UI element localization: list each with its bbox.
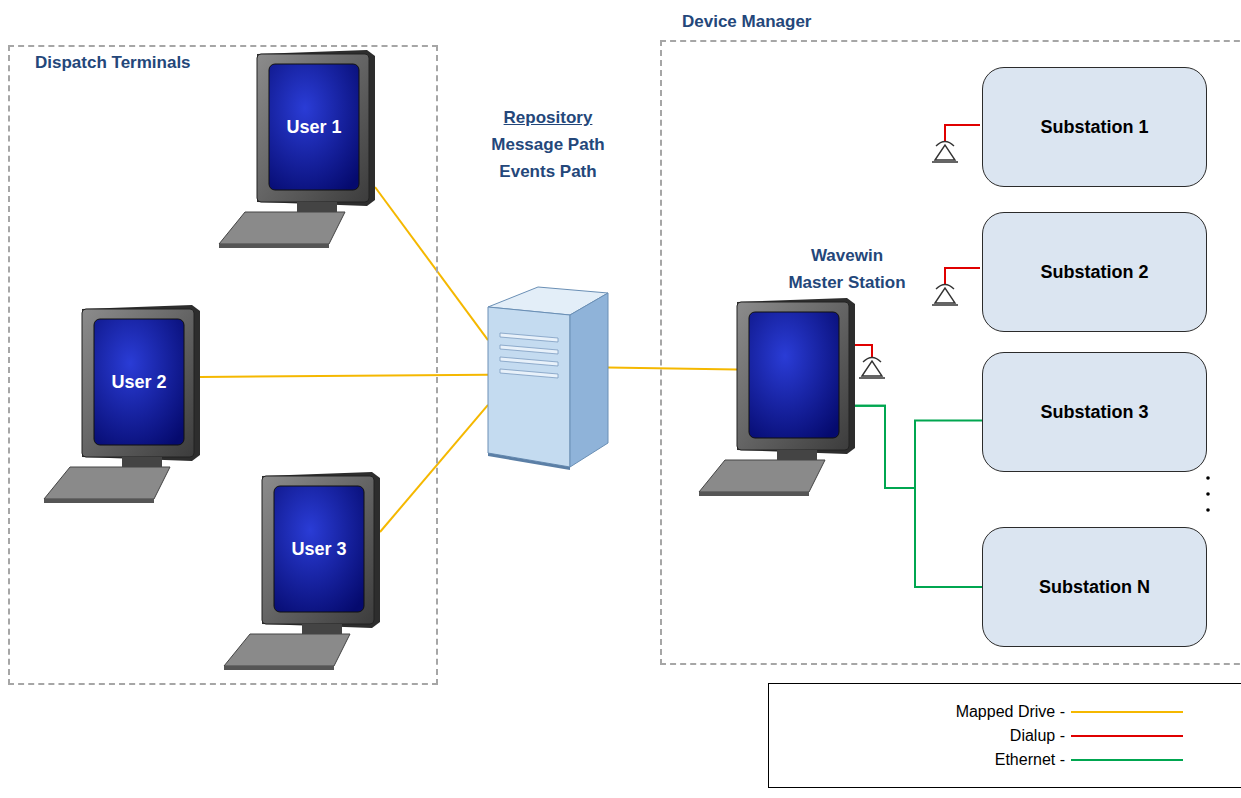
repository-server: RepositoryMessage Path Events Path [478, 104, 618, 470]
legend-line-sample [1069, 731, 1187, 741]
substation-label: Substation 3 [1040, 402, 1148, 423]
legend-row: Dialup - [769, 724, 1187, 748]
station-label: Wavewin Master Station [784, 242, 910, 296]
mapped-drive-line [608, 368, 737, 370]
group-region: Dispatch TerminalsUser 1 User 2 User 3 [8, 45, 438, 685]
legend-box: Mapped Drive - Dialup - Ethernet - [768, 683, 1241, 788]
master-station: Wavewin Master Station [697, 242, 912, 502]
legend-row: Ethernet - [769, 748, 1187, 772]
group-heading: Device Manager [682, 12, 811, 32]
user-terminal: User 3 [222, 472, 382, 672]
terminal-label: User 2 [111, 372, 166, 393]
legend-label: Dialup - [769, 727, 1065, 745]
computer-icon [697, 298, 857, 498]
computer-icon [222, 472, 382, 672]
legend-label: Mapped Drive - [769, 703, 1065, 721]
terminal-label: User 3 [291, 539, 346, 560]
substation-box: Substation 1 [982, 67, 1207, 187]
substation-box: Substation 2 [982, 212, 1207, 332]
substation-label: Substation N [1039, 577, 1150, 598]
mapped-drive-line [375, 187, 488, 340]
user-terminal: User 1 [217, 50, 377, 250]
user-terminal: User 2 [42, 305, 202, 505]
group-region: Device ManagerWavewin Master StationSubs… [660, 40, 1241, 665]
substation-label: Substation 1 [1040, 117, 1148, 138]
substation-box: Substation 3 [982, 352, 1207, 472]
substation-box: Substation N [982, 527, 1207, 647]
legend-line-sample [1069, 707, 1187, 717]
terminal-label: User 1 [286, 117, 341, 138]
ethernet-line [855, 406, 982, 587]
mapped-drive-line [200, 375, 488, 377]
repository-heading: Repository [485, 104, 611, 131]
substation-label: Substation 2 [1040, 262, 1148, 283]
server-icon [478, 285, 618, 470]
ellipsis-dots [1206, 476, 1210, 512]
computer-icon [42, 305, 202, 505]
mapped-drive-line [380, 405, 488, 532]
group-heading: Dispatch Terminals [35, 53, 191, 73]
legend-row: Mapped Drive - [769, 700, 1187, 724]
legend-line-sample [1069, 755, 1187, 765]
dialup-line [853, 125, 980, 357]
legend-label: Ethernet - [769, 751, 1065, 769]
computer-icon [217, 50, 377, 250]
ethernet-line [855, 406, 982, 488]
path-list: Message Path Events Path [485, 131, 611, 185]
